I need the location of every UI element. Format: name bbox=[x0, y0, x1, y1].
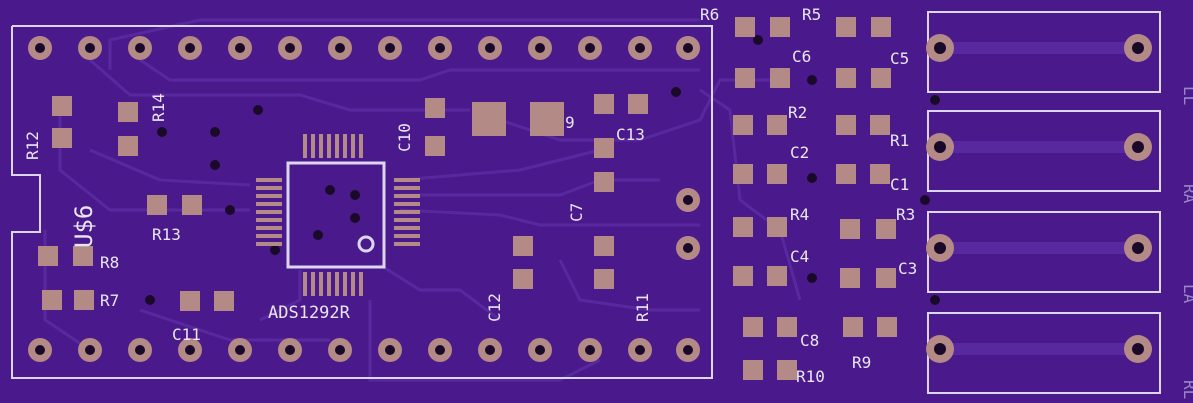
label-la: LA bbox=[1180, 284, 1193, 304]
label-c7: C7 bbox=[567, 203, 586, 222]
label-u6: U$6 bbox=[70, 205, 98, 248]
label-r8: R8 bbox=[100, 253, 119, 272]
label-r13: R13 bbox=[152, 225, 181, 244]
label-ll: LL bbox=[1180, 86, 1193, 105]
label-r5: R5 bbox=[802, 5, 821, 24]
label-9: 9 bbox=[565, 113, 575, 132]
label-r6: R6 bbox=[700, 5, 719, 24]
smd-pads-right bbox=[733, 17, 897, 380]
vias bbox=[145, 35, 940, 305]
label-r9: R9 bbox=[852, 353, 871, 372]
label-c1: C1 bbox=[890, 175, 909, 194]
label-r14: R14 bbox=[149, 93, 168, 122]
board-outline bbox=[11, 25, 713, 379]
label-r11: R11 bbox=[633, 293, 652, 322]
label-ra: RA bbox=[1180, 184, 1193, 204]
connector-traces bbox=[940, 42, 1140, 355]
label-c3: C3 bbox=[898, 259, 917, 278]
smd-pads-main bbox=[38, 94, 648, 311]
label-rl: RL bbox=[1180, 380, 1193, 399]
label-c5: C5 bbox=[890, 49, 909, 68]
label-r7: R7 bbox=[100, 291, 119, 310]
label-c11: C11 bbox=[172, 325, 201, 344]
header-bottom bbox=[28, 338, 700, 362]
label-r10: R10 bbox=[796, 367, 825, 386]
label-r12: R12 bbox=[23, 131, 42, 160]
label-r3: R3 bbox=[896, 205, 915, 224]
side-pins bbox=[676, 188, 700, 260]
label-r2: R2 bbox=[788, 103, 807, 122]
label-r4: R4 bbox=[790, 205, 809, 224]
label-c10: C10 bbox=[395, 123, 414, 152]
label-r1: R1 bbox=[890, 131, 909, 150]
label-c12: C12 bbox=[485, 293, 504, 322]
label-ads1292r: ADS1292R bbox=[268, 303, 351, 323]
ads1292r-chip bbox=[256, 134, 420, 296]
header-top bbox=[28, 36, 700, 60]
label-c6: C6 bbox=[792, 47, 811, 66]
label-c8: C8 bbox=[800, 331, 819, 350]
silkscreen-labels: R12 R14 R13 R8 R7 C11 C10 C13 C7 C12 R11… bbox=[23, 5, 1193, 399]
label-c4: C4 bbox=[790, 247, 809, 266]
label-c2: C2 bbox=[790, 143, 809, 162]
electrode-connectors bbox=[926, 11, 1161, 394]
label-c13: C13 bbox=[616, 125, 645, 144]
